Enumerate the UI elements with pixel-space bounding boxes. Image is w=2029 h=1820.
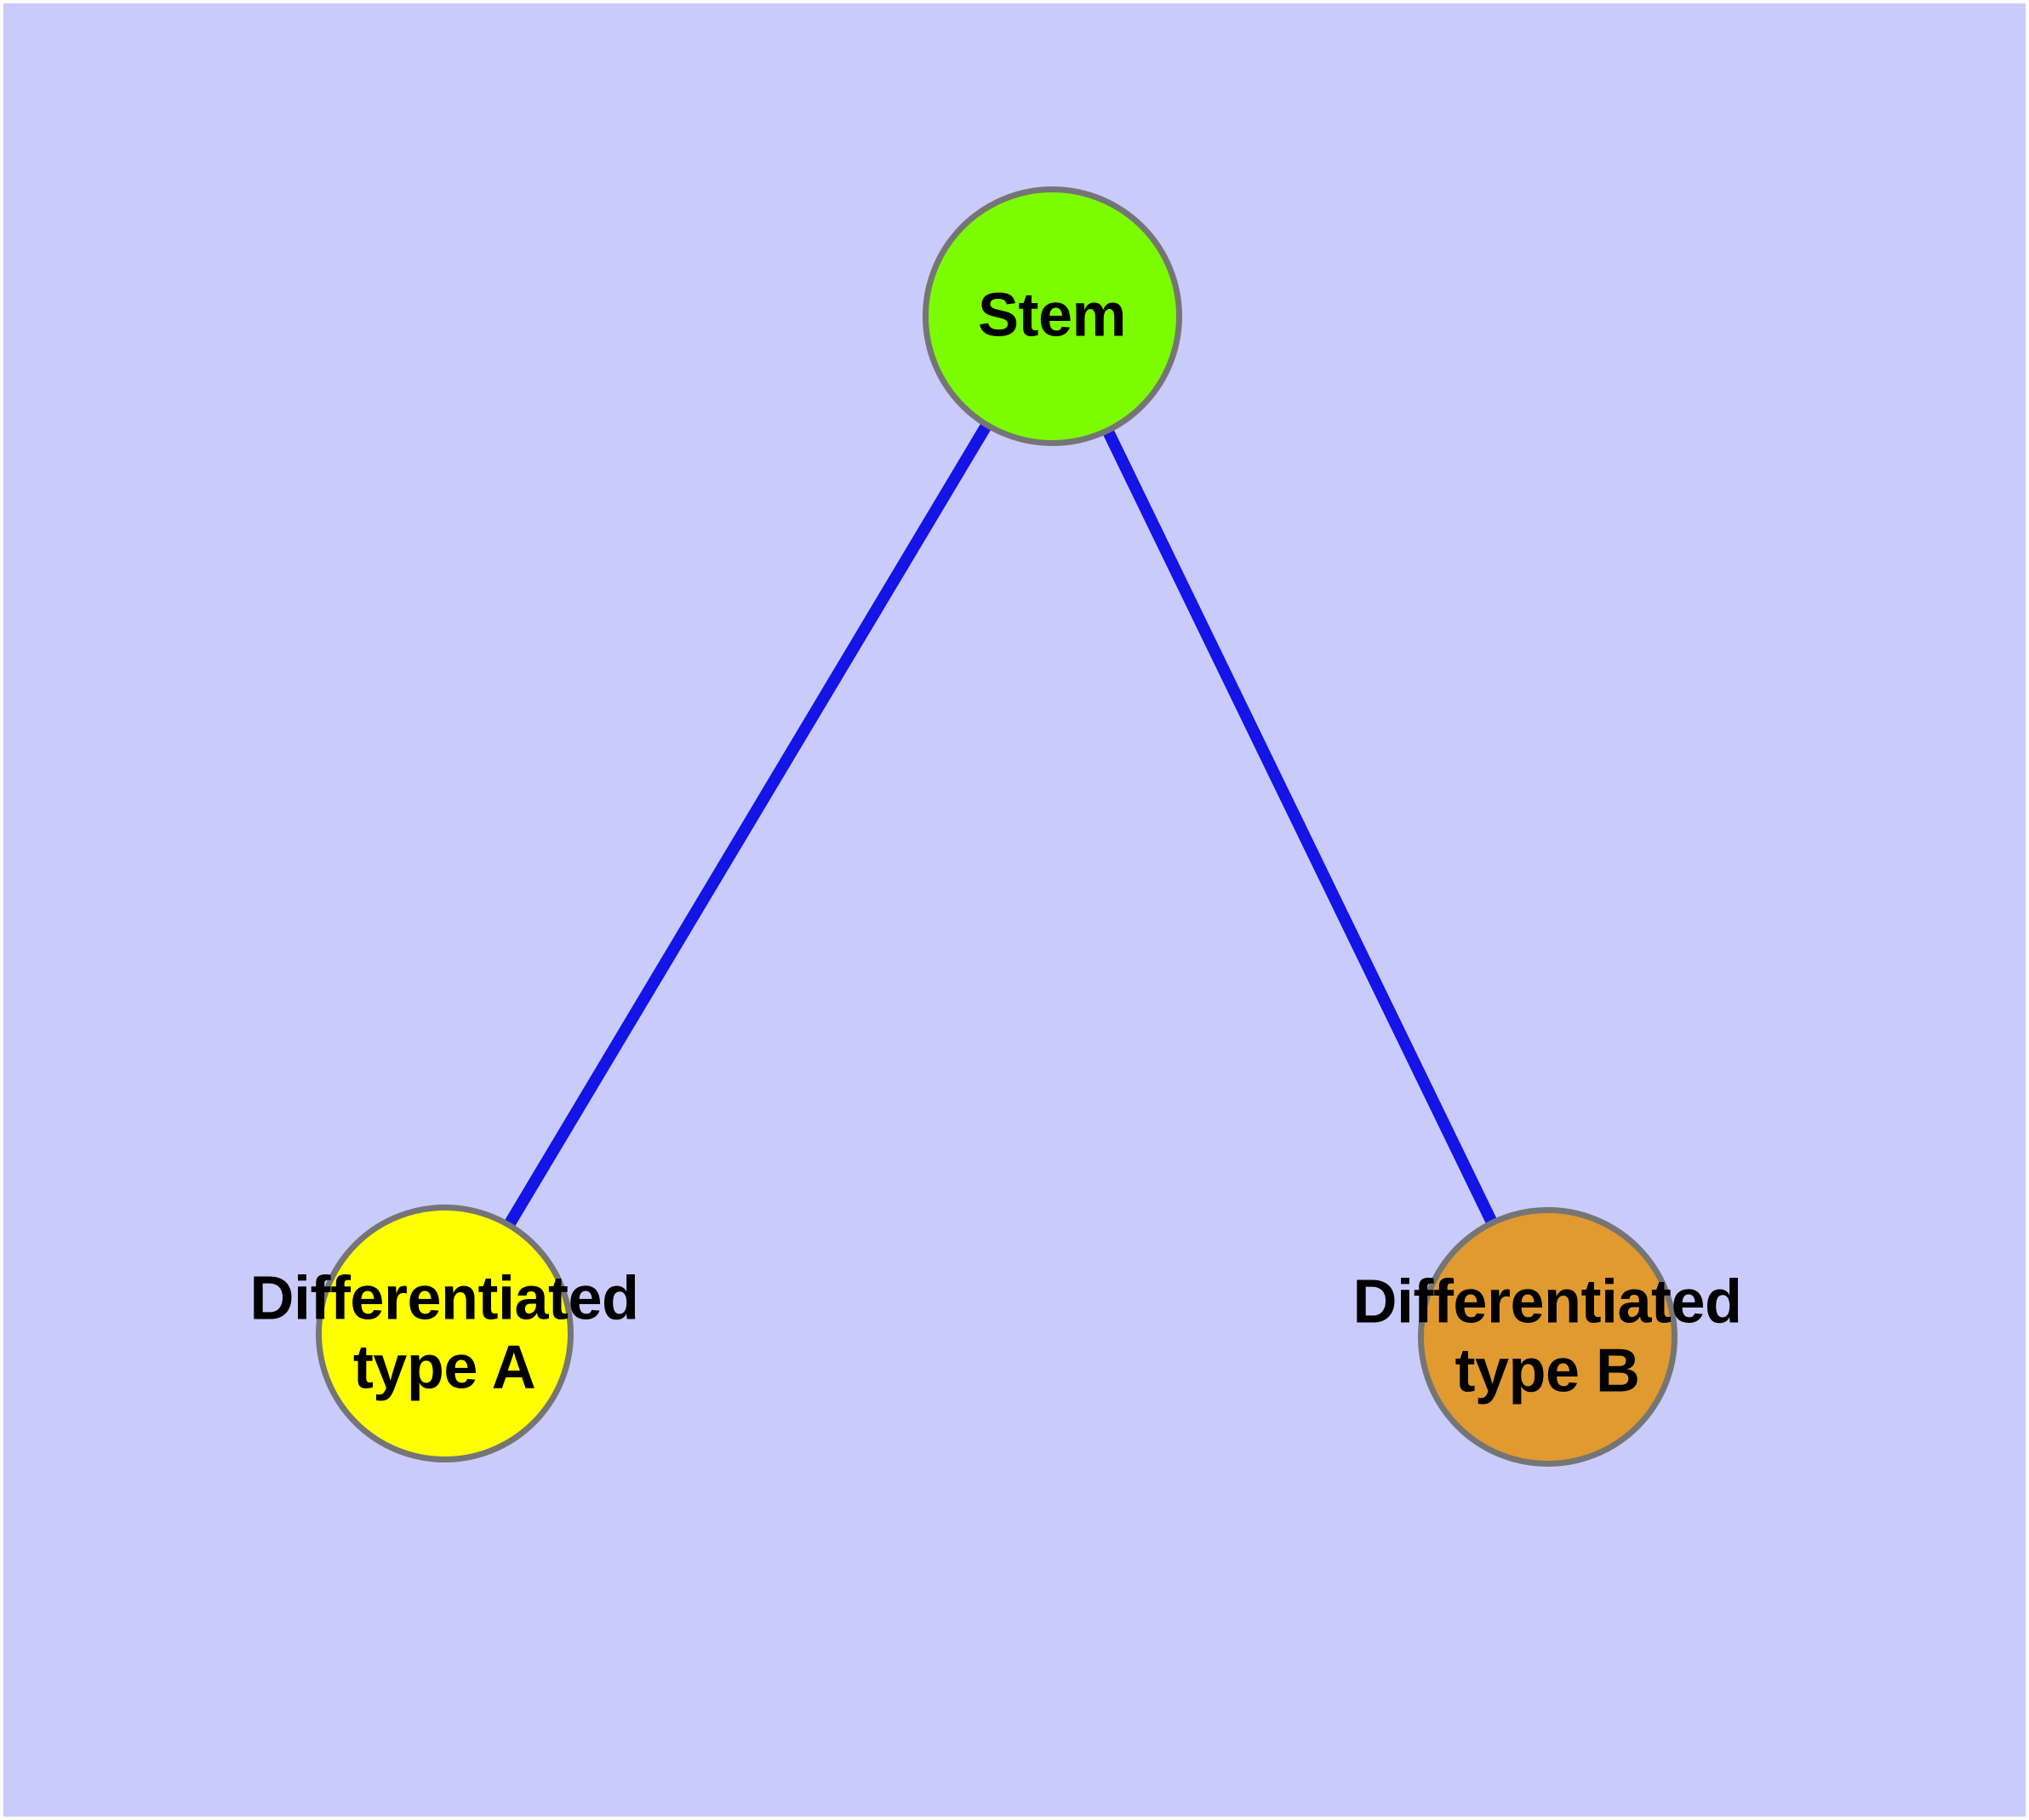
node-differentiated-type-a[interactable] [315,1204,574,1462]
edge-stem-to-differentiated-type-b [1100,425,1499,1228]
graph-plot-area: Stem Differentiated type A Differentiate… [3,3,2026,1817]
edge-layer [502,420,1499,1230]
node-differentiated-type-b[interactable] [1417,1206,1677,1467]
edge-stem-to-differentiated-type-a [502,420,993,1230]
node-layer: Stem Differentiated type A Differentiate… [3,3,2026,1817]
node-stem[interactable] [922,186,1182,446]
